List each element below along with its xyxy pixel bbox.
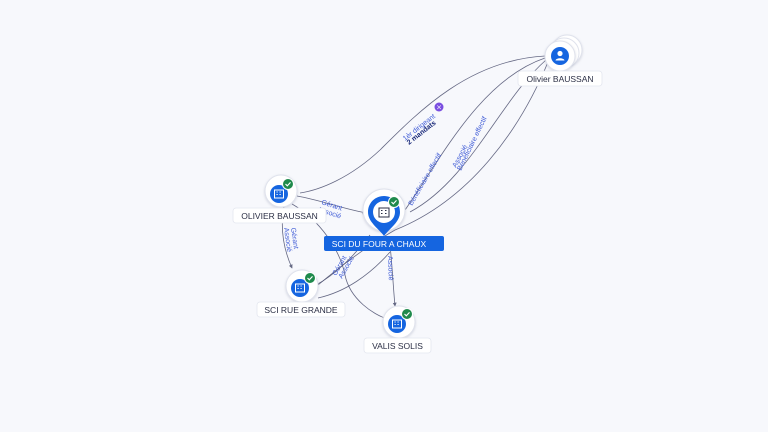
node-sci-rue-grande[interactable]: SCI RUE GRANDE bbox=[256, 269, 346, 318]
node-person-olivier-baussan[interactable]: Olivier BAUSSAN bbox=[517, 34, 603, 87]
mandates-badge[interactable]: × bbox=[434, 102, 444, 112]
node-label: SCI DU FOUR A CHAUX bbox=[332, 239, 427, 249]
building-icon bbox=[388, 315, 406, 333]
edge-person-olivier[interactable] bbox=[299, 55, 546, 194]
edge-label: Bénéficiaire effectif bbox=[408, 152, 444, 207]
building-icon bbox=[378, 207, 390, 218]
node-valis-solis[interactable]: VALIS SOLIS bbox=[363, 305, 432, 354]
person-icon bbox=[551, 47, 569, 65]
node-label: SCI RUE GRANDE bbox=[264, 305, 338, 315]
node-label: Olivier BAUSSAN bbox=[526, 74, 593, 84]
edge-person-four-3[interactable] bbox=[317, 61, 549, 286]
edge-label: Gérant bbox=[289, 227, 299, 249]
node-label: VALIS SOLIS bbox=[372, 341, 423, 351]
node-company-olivier-baussan[interactable]: OLIVIER BAUSSAN bbox=[232, 174, 327, 224]
edge-rue-four-b[interactable] bbox=[317, 251, 391, 299]
check-icon bbox=[401, 308, 413, 320]
building-icon bbox=[270, 185, 288, 203]
edge-label: Bénéficiaire effectif bbox=[457, 116, 489, 172]
edge-person-four-1[interactable] bbox=[404, 57, 546, 211]
check-icon bbox=[282, 178, 294, 190]
building-icon bbox=[291, 279, 309, 297]
close-icon: × bbox=[436, 104, 442, 112]
node-label: OLIVIER BAUSSAN bbox=[241, 211, 318, 221]
edge-label: Associé bbox=[386, 256, 394, 281]
edge-olivier-four[interactable] bbox=[296, 195, 367, 215]
node-sci-du-four-a-chaux[interactable]: SCI DU FOUR A CHAUX bbox=[324, 188, 444, 251]
check-icon bbox=[304, 272, 316, 284]
check-icon bbox=[388, 196, 400, 208]
edges bbox=[281, 55, 549, 319]
edge-label: Associé bbox=[282, 227, 292, 252]
